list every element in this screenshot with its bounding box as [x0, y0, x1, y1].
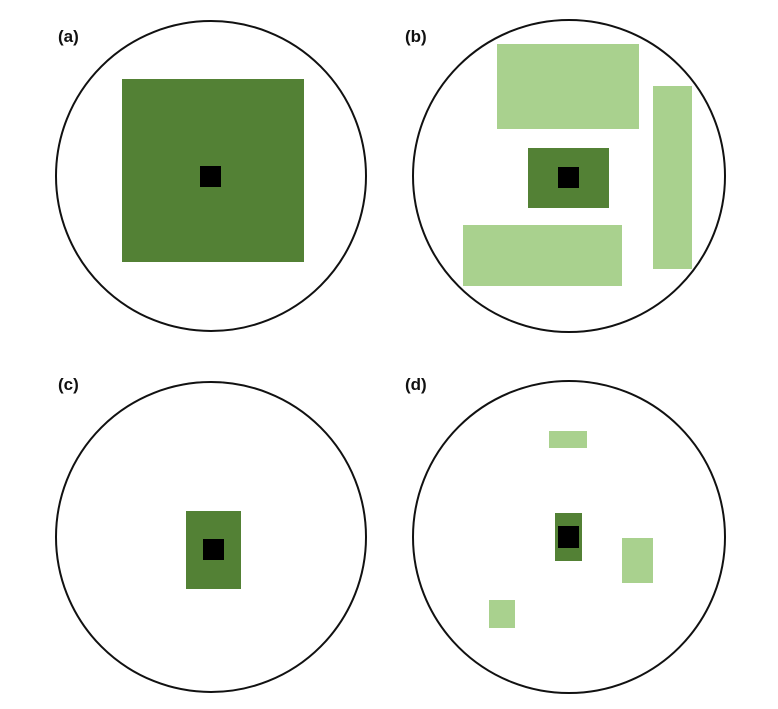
- light-green-patch: [653, 86, 692, 269]
- black-core-square: [203, 539, 224, 560]
- panel-b-label: (b): [405, 27, 427, 46]
- panel-a: (a): [55, 20, 367, 332]
- boundary-circle: [412, 19, 726, 333]
- boundary-circle: [412, 380, 726, 694]
- light-green-patch: [463, 225, 622, 286]
- light-green-patch: [549, 431, 587, 448]
- light-green-patch: [489, 600, 515, 628]
- boundary-circle: [55, 20, 367, 332]
- panel-c: (c): [55, 375, 367, 693]
- black-core-square: [558, 526, 579, 548]
- light-green-patch: [622, 538, 653, 583]
- panel-a-label: (a): [58, 27, 79, 46]
- light-green-patch: [497, 44, 639, 129]
- panel-d: (d): [405, 375, 726, 694]
- panel-b: (b): [405, 19, 726, 333]
- boundary-circle: [55, 381, 367, 693]
- black-core-square: [200, 166, 221, 187]
- black-core-square: [558, 167, 579, 188]
- panel-c-label: (c): [58, 375, 79, 394]
- panel-d-label: (d): [405, 375, 427, 394]
